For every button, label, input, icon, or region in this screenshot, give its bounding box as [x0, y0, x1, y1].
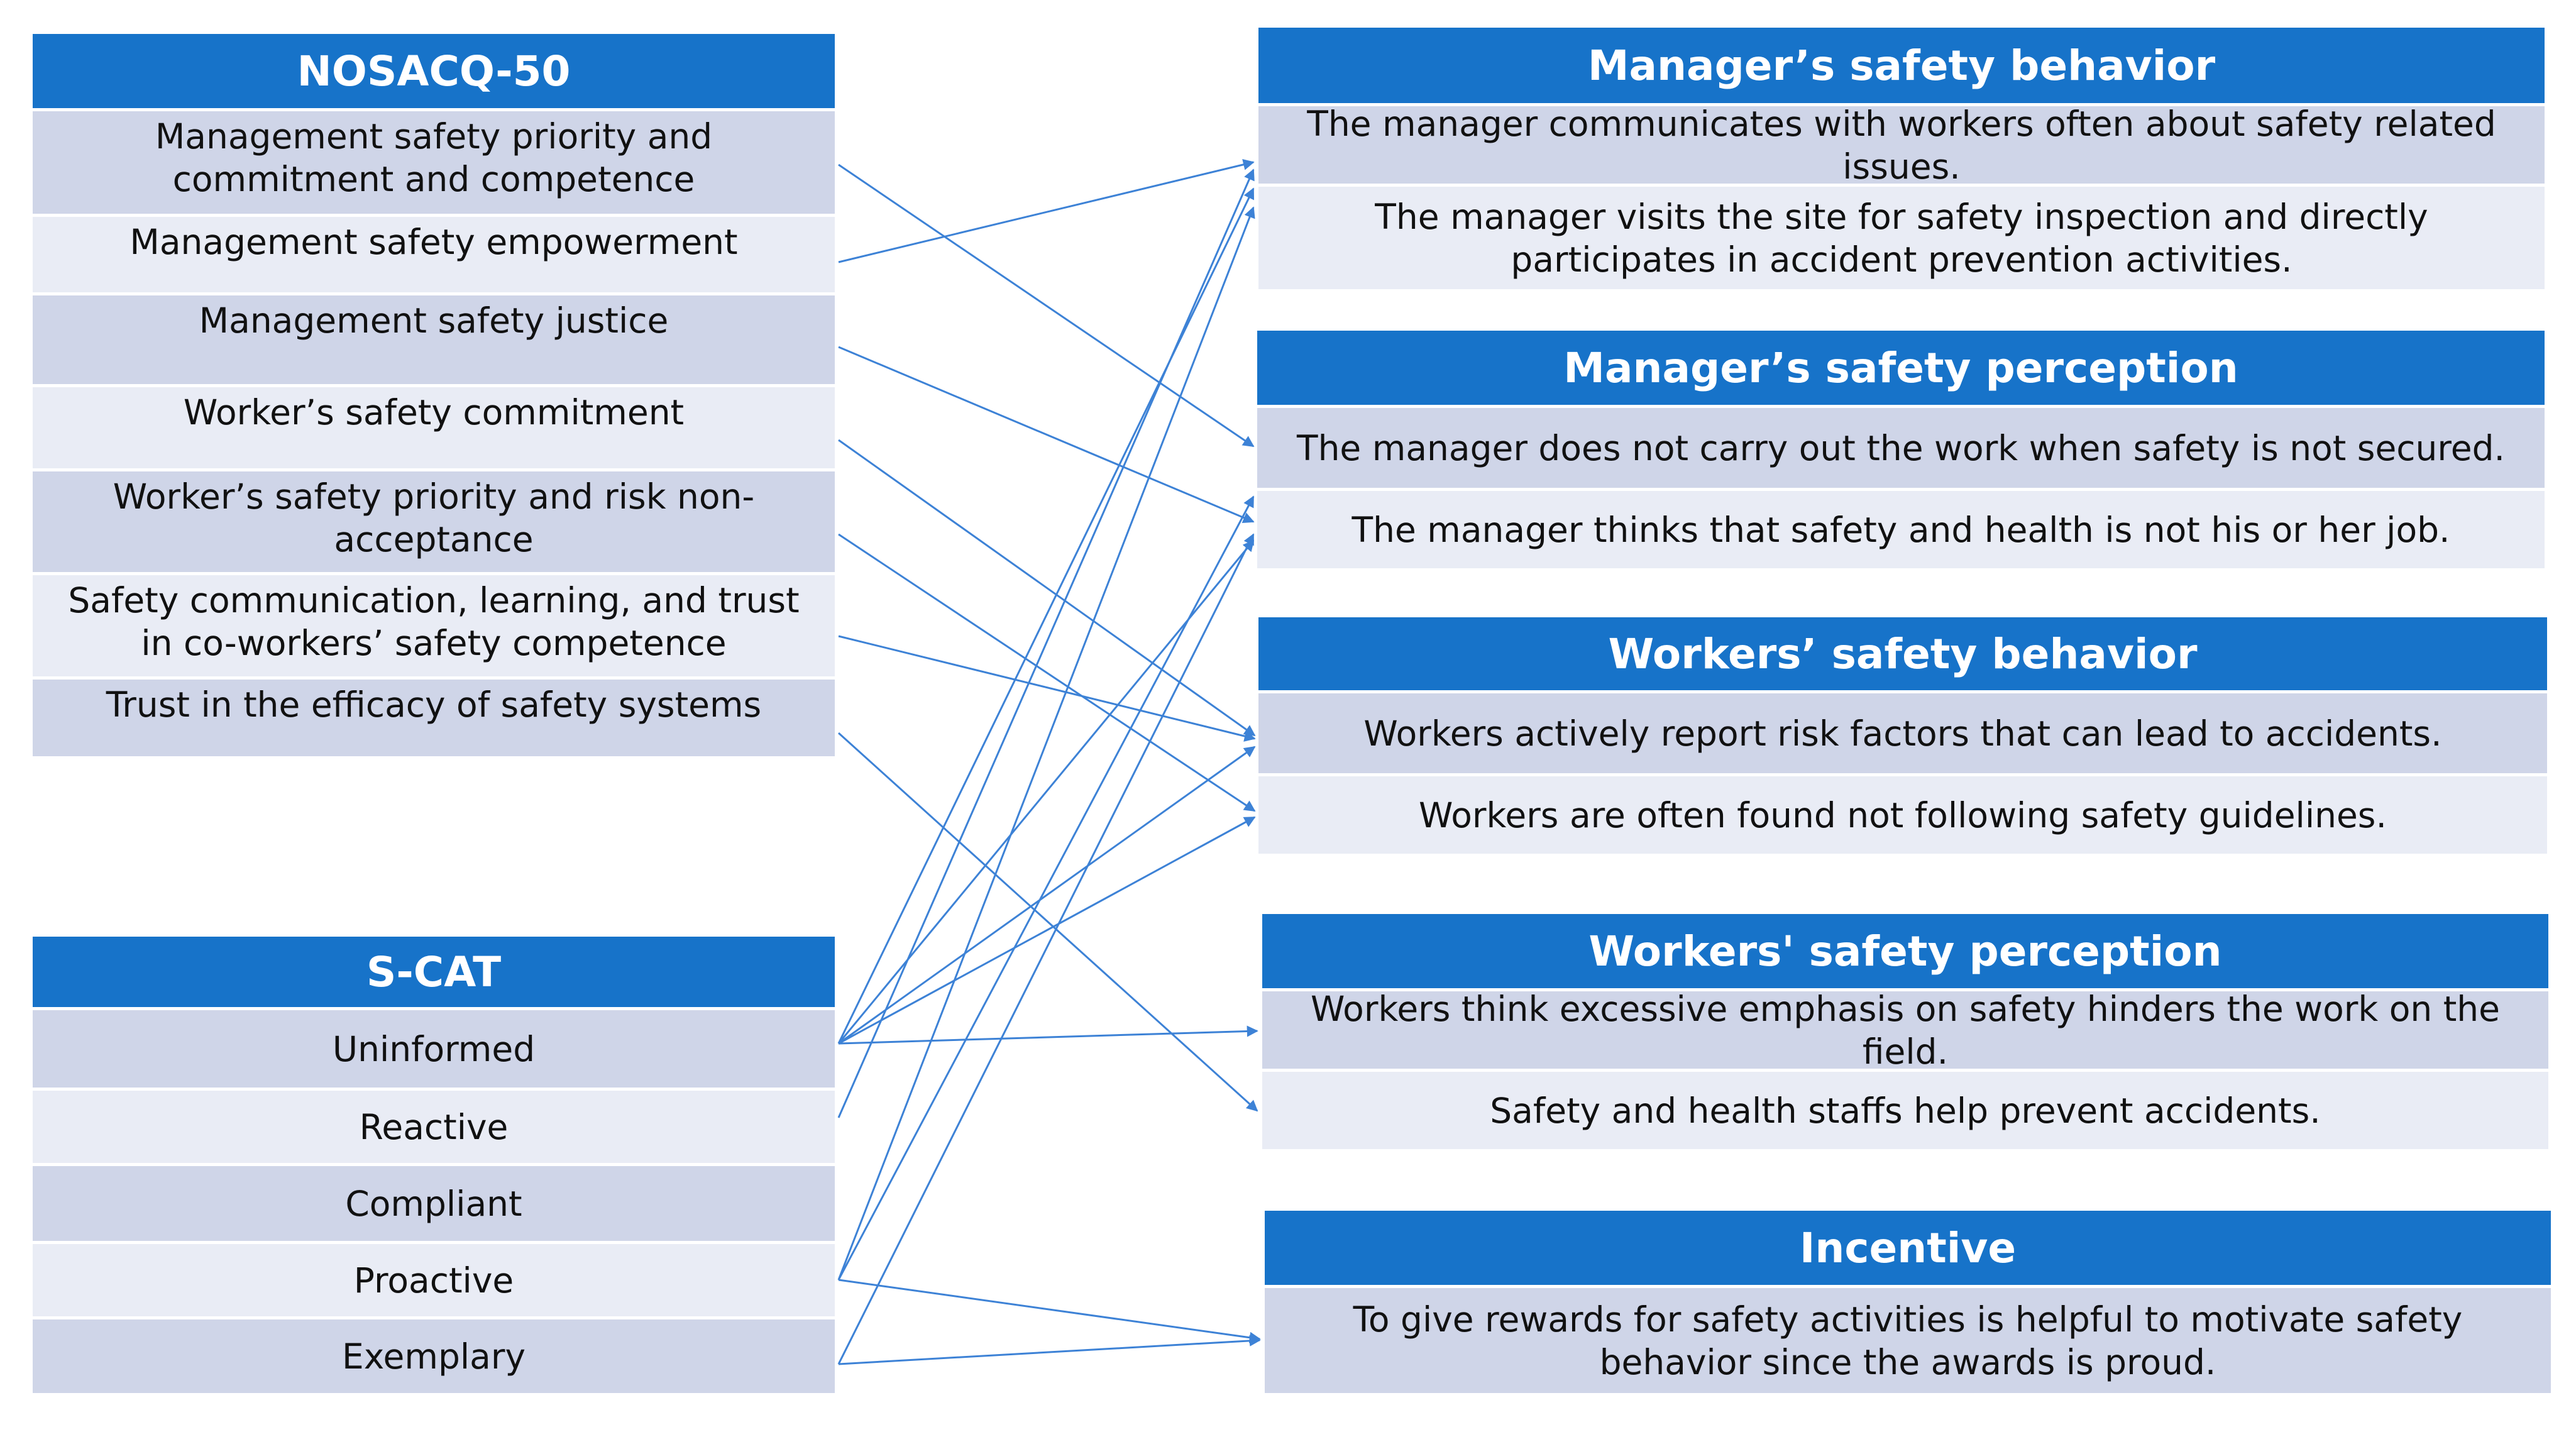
nosacq-item-worker-commitment: Worker’s safety commitment [33, 384, 835, 468]
scat-item-compliant: Compliant [33, 1163, 835, 1241]
scat-box: S-CAT Uninformed Reactive Compliant Proa… [33, 937, 835, 1393]
incentive-item-rewards: To give rewards for safety activities is… [1265, 1285, 2551, 1393]
arrow-uninformed-to-not-following [838, 816, 1256, 1045]
arrow-uninformed-to-report-risk [838, 746, 1256, 1045]
arrow-management-empowerment-to-communicates [838, 159, 1255, 263]
incentive-header: Incentive [1265, 1211, 2551, 1285]
scat-item-uninformed: Uninformed [33, 1007, 835, 1088]
arrow-safety-communication-to-report-risk [838, 635, 1256, 742]
manager-behavior-header: Manager’s safety behavior [1258, 28, 2545, 103]
arrow-uninformed-to-visits-site [837, 187, 1255, 1044]
manager-behavior-item-visits-site: The manager visits the site for safety i… [1258, 184, 2545, 289]
nosacq-item-worker-priority: Worker’s safety priority and risk non-ac… [33, 468, 835, 572]
workers-perception-item-staff-help: Safety and health staffs help prevent ac… [1262, 1069, 2548, 1149]
manager-perception-item-not-carry-out: The manager does not carry out the work … [1257, 405, 2545, 488]
nosacq-item-management-empowerment: Management safety empowerment [33, 214, 835, 292]
arrow-exemplary-to-rewards [838, 1335, 1261, 1365]
nosacq-item-management-justice: Management safety justice [33, 292, 835, 384]
arrow-worker-priority-to-not-following [838, 533, 1256, 812]
nosacq-item-safety-communication: Safety communication, learning, and trus… [33, 572, 835, 676]
manager-perception-item-not-his-job: The manager thinks that safety and healt… [1257, 488, 2545, 568]
arrow-management-justice-to-not-his-job [838, 346, 1255, 524]
manager-perception-box: Manager’s safety perception The manager … [1257, 331, 2545, 568]
arrow-uninformed-to-hinders-work [838, 1025, 1258, 1045]
nosacq-header: NOSACQ-50 [33, 34, 835, 108]
arrow-reactive-to-communicates [837, 168, 1255, 1118]
arrow-trust-efficacy-to-staff-help [837, 732, 1258, 1112]
arrow-proactive-to-not-carry-out [837, 495, 1255, 1281]
manager-behavior-item-communicates: The manager communicates with workers of… [1258, 103, 2545, 187]
workers-perception-header: Workers' safety perception [1262, 914, 2548, 988]
manager-perception-header: Manager’s safety perception [1257, 331, 2545, 405]
scat-item-proactive: Proactive [33, 1241, 835, 1316]
workers-behavior-item-not-following: Workers are often found not following sa… [1258, 773, 2547, 854]
arrow-proactive-to-visits-site [837, 206, 1255, 1281]
workers-behavior-header: Workers’ safety behavior [1258, 617, 2547, 690]
scat-item-exemplary: Exemplary [33, 1316, 835, 1393]
scat-item-reactive: Reactive [33, 1088, 835, 1163]
incentive-box: Incentive To give rewards for safety act… [1265, 1211, 2551, 1393]
nosacq-box: NOSACQ-50 Management safety priority and… [33, 34, 835, 756]
workers-behavior-item-report-risk: Workers actively report risk factors tha… [1258, 690, 2547, 773]
arrow-exemplary-to-not-his-job [837, 533, 1255, 1365]
scat-header: S-CAT [33, 937, 835, 1007]
arrow-proactive-to-rewards [838, 1279, 1261, 1343]
arrow-uninformed-to-not-his-job [837, 539, 1255, 1044]
workers-behavior-box: Workers’ safety behavior Workers activel… [1258, 617, 2547, 854]
arrow-worker-commitment-to-report-risk [838, 439, 1256, 737]
manager-behavior-box: Manager’s safety behavior The manager co… [1258, 28, 2545, 289]
nosacq-item-management-priority: Management safety priority and commitmen… [33, 108, 835, 214]
nosacq-item-trust-efficacy: Trust in the efficacy of safety systems [33, 676, 835, 756]
arrow-management-priority-to-not-carry-out [838, 163, 1255, 448]
workers-perception-item-hinders-work: Workers think excessive emphasis on safe… [1262, 988, 2548, 1072]
workers-perception-box: Workers' safety perception Workers think… [1262, 914, 2548, 1149]
